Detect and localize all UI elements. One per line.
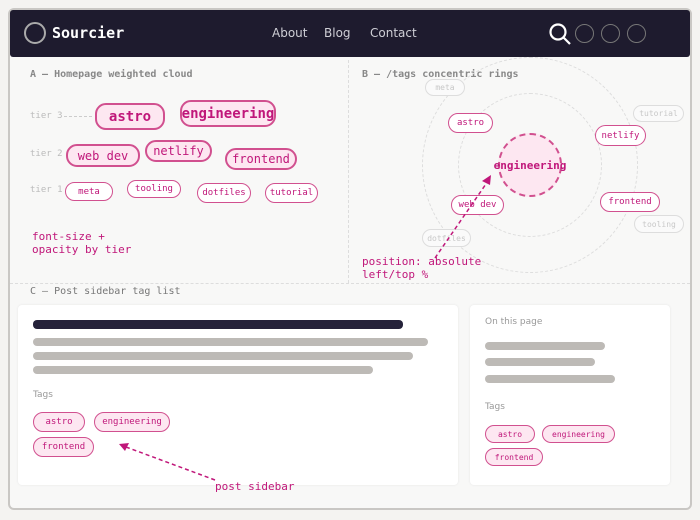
tier-leader	[64, 116, 92, 117]
tag-chip[interactable]: tooling	[634, 215, 684, 233]
arrow	[434, 175, 491, 259]
tag-chip[interactable]: astro	[448, 113, 493, 133]
search-icon[interactable]	[548, 22, 574, 48]
nav-blog[interactable]: Blog	[324, 26, 351, 40]
tag-chip[interactable]: frontend	[33, 437, 94, 457]
annotation: left/top %	[362, 268, 429, 281]
tag-chip[interactable]: engineering	[542, 425, 615, 443]
nav-contact[interactable]: Contact	[370, 26, 417, 40]
tag-chip[interactable]: dotfiles	[422, 229, 471, 247]
arrow	[119, 443, 216, 481]
annotation: opacity by tier	[32, 243, 132, 256]
text-placeholder	[33, 338, 428, 346]
tag-chip[interactable]: tooling	[127, 180, 181, 198]
tag-chip[interactable]: meta	[65, 182, 113, 201]
circle-icon[interactable]	[575, 24, 594, 43]
tag-chip[interactable]: engineering	[94, 412, 170, 432]
tag-chip[interactable]: astro	[33, 412, 85, 432]
text-placeholder	[33, 366, 373, 374]
tier-label: tier 3	[30, 111, 63, 121]
nav-about[interactable]: About	[272, 26, 308, 40]
tag-chip[interactable]: frontend	[225, 148, 297, 170]
on-this-page-label: On this page	[485, 317, 543, 327]
tag-chip[interactable]: astro	[485, 425, 535, 443]
tags-label: Tags	[485, 402, 505, 412]
divider	[348, 60, 349, 283]
tier-label: tier 1	[30, 185, 63, 195]
tag-chip[interactable]: web dev	[66, 144, 140, 167]
tag-chip[interactable]: web dev	[451, 195, 504, 215]
tag-chip[interactable]: dotfiles	[197, 183, 251, 203]
outer-ring	[422, 57, 638, 273]
brand-name[interactable]: Sourcier	[52, 24, 125, 42]
tag-chip[interactable]: tutorial	[633, 105, 684, 122]
tag-chip[interactable]: meta	[425, 79, 465, 96]
tag-chip[interactable]: frontend	[600, 192, 660, 212]
toc-placeholder[interactable]	[485, 375, 615, 383]
divider	[10, 283, 690, 284]
post-title-placeholder	[33, 320, 403, 329]
tag-chip[interactable]: netlify	[595, 125, 646, 146]
annotation: font-size +	[32, 230, 105, 243]
inner-ring	[458, 93, 602, 237]
circle-icon[interactable]	[627, 24, 646, 43]
center-tag[interactable]: engineering	[494, 133, 566, 197]
tag-chip[interactable]: engineering	[180, 100, 276, 127]
toc-placeholder[interactable]	[485, 342, 605, 350]
toc-placeholder[interactable]	[485, 358, 595, 366]
logo-icon[interactable]	[24, 22, 46, 44]
tier-label: tier 2	[30, 149, 63, 159]
section-a-title: A — Homepage weighted cloud	[30, 69, 193, 80]
post-card	[18, 305, 458, 485]
tags-label: Tags	[33, 390, 53, 400]
annotation: post sidebar	[215, 480, 295, 493]
circle-icon[interactable]	[601, 24, 620, 43]
tag-chip[interactable]: astro	[95, 103, 165, 130]
section-c-title: C — Post sidebar tag list	[30, 286, 181, 297]
tag-chip[interactable]: frontend	[485, 448, 543, 466]
text-placeholder	[33, 352, 413, 360]
annotation: position: absolute	[362, 255, 482, 268]
section-b-title: B — /tags concentric rings	[362, 69, 519, 80]
tag-chip[interactable]: tutorial	[265, 183, 318, 203]
tag-chip[interactable]: netlify	[145, 140, 212, 162]
